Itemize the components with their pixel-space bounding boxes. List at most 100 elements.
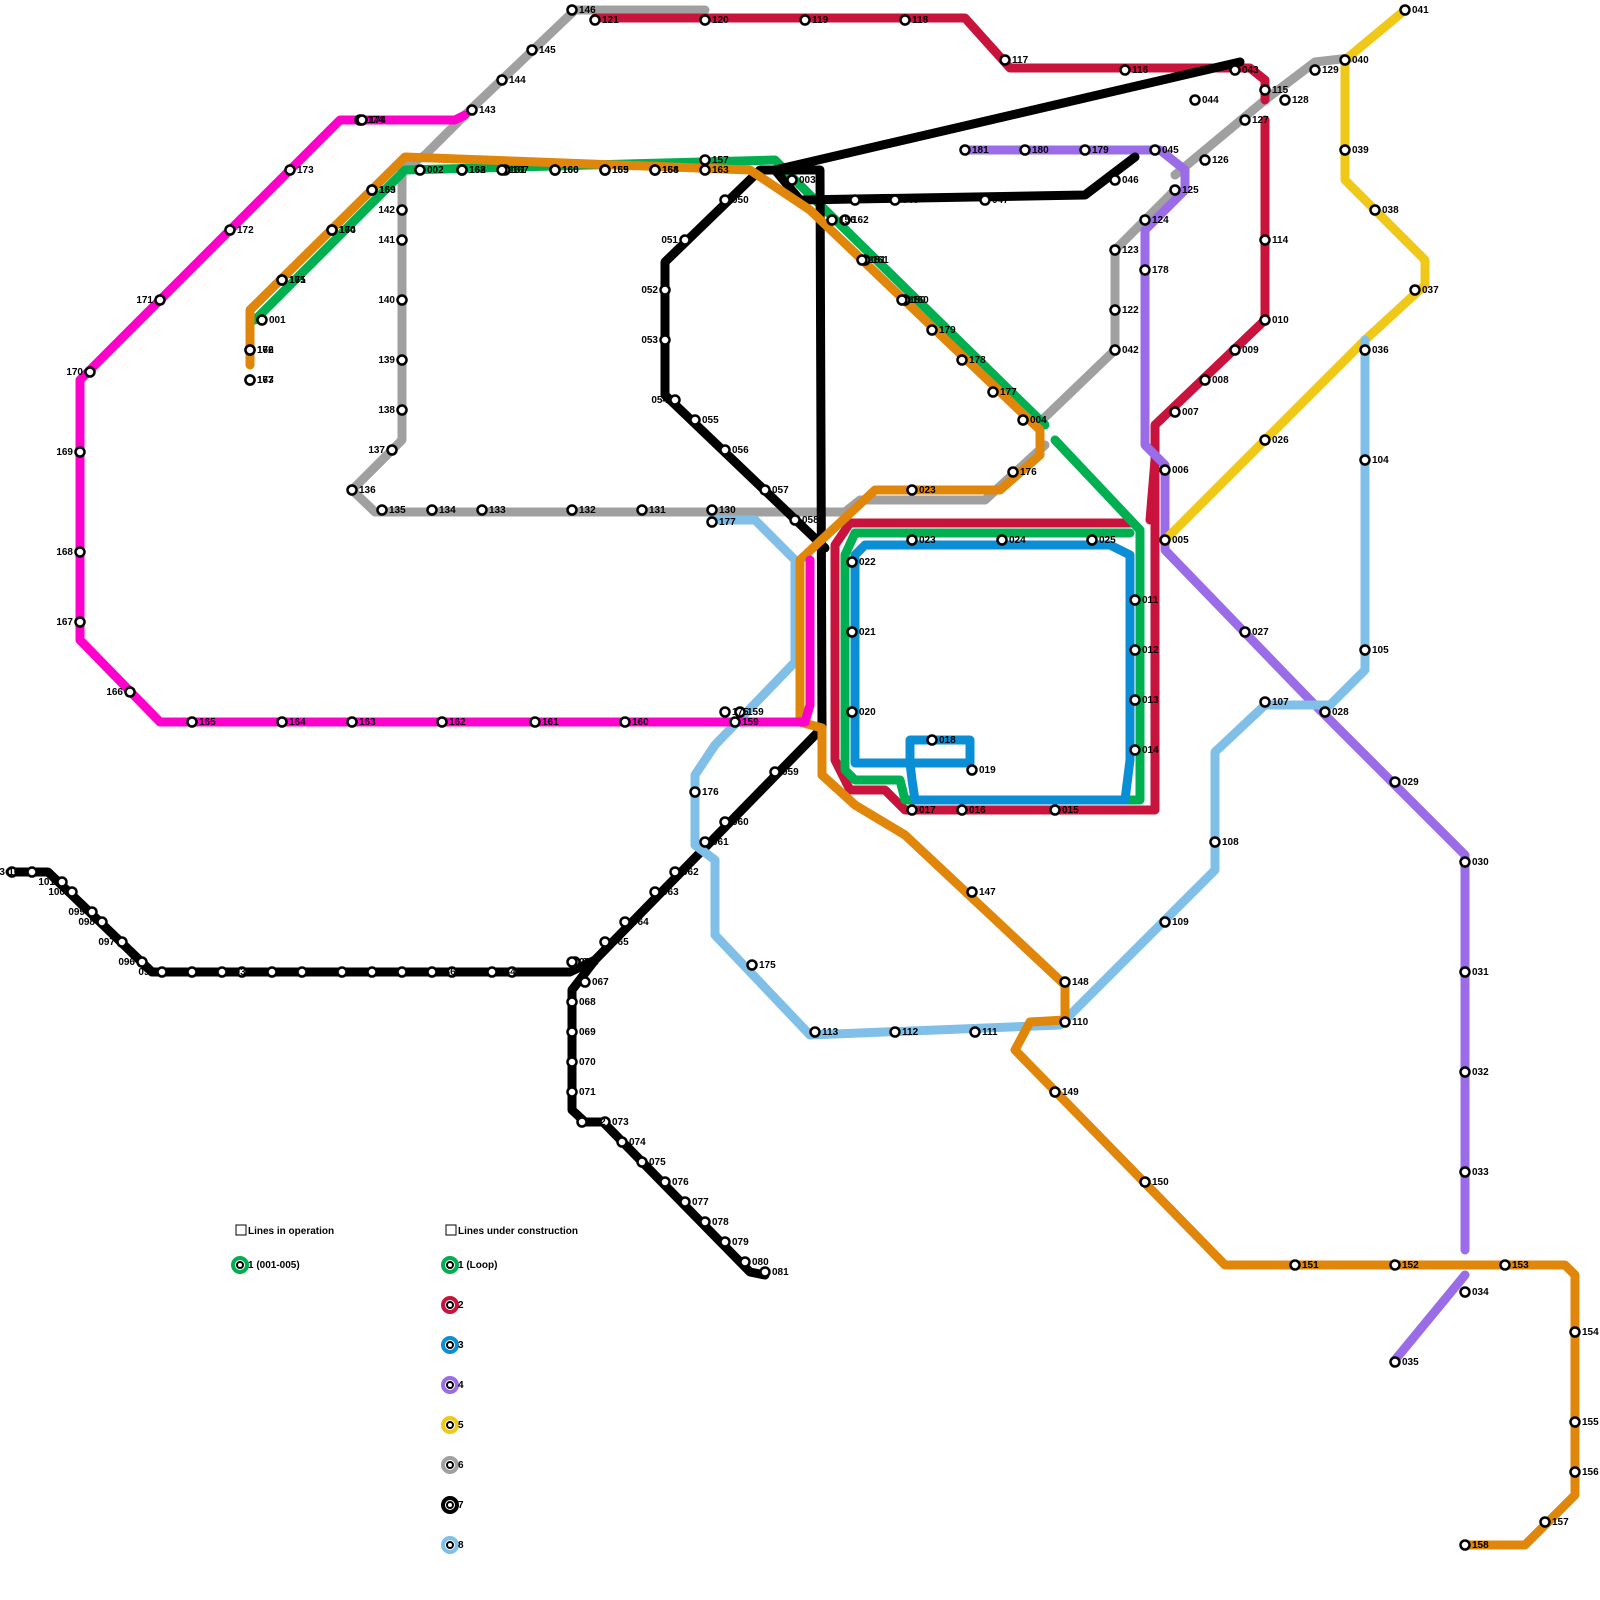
station-038[interactable] [1371,206,1380,215]
station-164[interactable] [278,718,287,727]
station-022[interactable] [848,558,857,567]
station-029[interactable] [1391,778,1400,787]
station-064[interactable] [621,918,630,927]
station-150[interactable] [1141,1178,1150,1187]
station-039[interactable] [1341,146,1350,155]
station-008[interactable] [1201,376,1210,385]
station-079[interactable] [721,1238,730,1247]
station-035[interactable] [1391,1358,1400,1367]
station-071[interactable] [568,1088,577,1097]
station-173[interactable] [286,166,295,175]
station-030[interactable] [1461,858,1470,867]
station-136[interactable] [348,486,357,495]
station-087[interactable] [398,968,407,977]
station-067[interactable] [581,978,590,987]
station-125[interactable] [1171,186,1180,195]
station-089[interactable] [338,968,347,977]
station-059[interactable] [771,768,780,777]
station-158[interactable] [651,166,660,175]
station-133[interactable] [478,506,487,515]
station-086[interactable] [428,968,437,977]
legend-construction-checkbox[interactable] [446,1225,456,1235]
station-061[interactable] [701,838,710,847]
station-007[interactable] [1171,408,1180,417]
station-100[interactable] [68,888,77,897]
station-004[interactable] [1019,416,1028,425]
station-075[interactable] [638,1158,647,1167]
station-144[interactable] [498,76,507,85]
station-069[interactable] [568,1028,577,1037]
station-026[interactable] [1261,436,1270,445]
station-119[interactable] [801,16,810,25]
station-021[interactable] [848,628,857,637]
station-163[interactable] [368,186,377,195]
station-121[interactable] [591,16,600,25]
station-048[interactable] [891,196,900,205]
station-102[interactable] [28,868,37,877]
station-132[interactable] [568,506,577,515]
station-116[interactable] [1121,66,1130,75]
station-176[interactable] [691,788,700,797]
station-110[interactable] [1061,1018,1070,1027]
station-175[interactable] [721,708,730,717]
station-179[interactable] [1081,146,1090,155]
station-020[interactable] [848,708,857,717]
station-052[interactable] [661,286,670,295]
station-156[interactable] [828,216,837,225]
station-063[interactable] [651,888,660,897]
station-135[interactable] [378,506,387,515]
station-017[interactable] [908,806,917,815]
station-178[interactable] [958,356,967,365]
station-172[interactable] [226,226,235,235]
station-175[interactable] [748,961,757,970]
station-111[interactable] [971,1028,980,1037]
station-091[interactable] [268,968,277,977]
station-053[interactable] [661,336,670,345]
station-034[interactable] [1461,1288,1470,1297]
station-049[interactable] [851,196,860,205]
station-084[interactable] [488,968,497,977]
station-137[interactable] [388,446,397,455]
station-165[interactable] [278,276,287,285]
station-018[interactable] [928,736,937,745]
station-117[interactable] [1001,56,1010,65]
station-143[interactable] [468,106,477,115]
station-164[interactable] [328,226,337,235]
station-014[interactable] [1131,746,1140,755]
station-042[interactable] [1111,346,1120,355]
station-037[interactable] [1411,286,1420,295]
station-163[interactable] [701,166,710,175]
station-131[interactable] [638,506,647,515]
station-167[interactable] [76,618,85,627]
station-040[interactable] [1341,56,1350,65]
station-158[interactable] [1461,1541,1470,1550]
station-082[interactable] [568,958,577,967]
station-097[interactable] [118,938,127,947]
station-108[interactable] [1211,838,1220,847]
station-118[interactable] [901,16,910,25]
station-181[interactable] [961,146,970,155]
station-051[interactable] [681,236,690,245]
station-104[interactable] [1361,456,1370,465]
station-168[interactable] [76,548,85,557]
station-165[interactable] [188,718,197,727]
station-160[interactable] [551,166,560,175]
station-124[interactable] [1141,216,1150,225]
station-025[interactable] [1088,536,1097,545]
station-055[interactable] [691,416,700,425]
station-050[interactable] [721,196,730,205]
station-074[interactable] [618,1138,627,1147]
station-107[interactable] [1261,698,1270,707]
station-174[interactable] [358,116,367,125]
station-046[interactable] [1111,176,1120,185]
station-105[interactable] [1361,646,1370,655]
station-032[interactable] [1461,1068,1470,1077]
station-167[interactable] [246,376,255,385]
station-157[interactable] [701,156,710,165]
station-090[interactable] [298,968,307,977]
station-170[interactable] [86,368,95,377]
station-139[interactable] [398,356,407,365]
station-093[interactable] [218,968,227,977]
station-148[interactable] [1061,978,1070,987]
station-015[interactable] [1051,806,1060,815]
